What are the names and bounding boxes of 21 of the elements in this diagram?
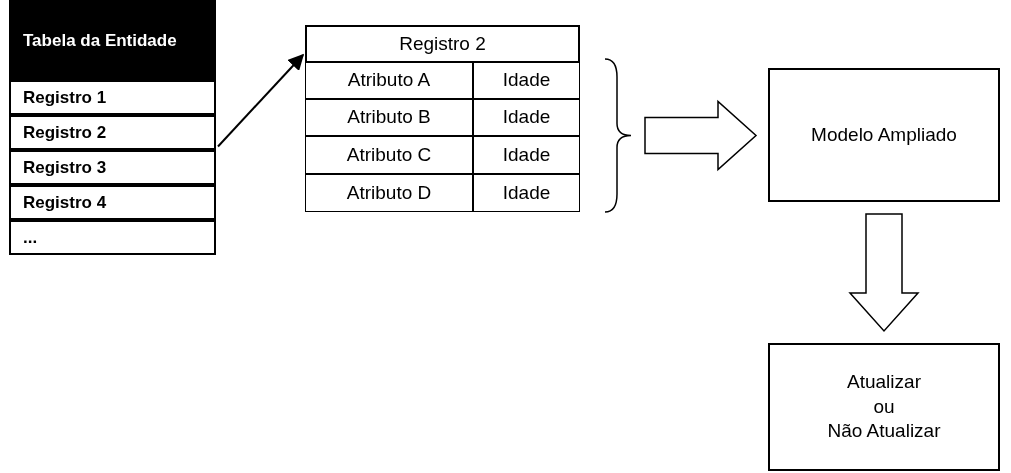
table-cell: Atributo B [305,99,473,136]
table-cell: Atributo A [305,62,473,99]
arrow [217,53,305,148]
table-header: Tabela da Entidade [11,2,214,80]
block-arrow [848,213,920,333]
table-row: Registro 4 [9,185,216,220]
curly-brace [603,57,633,214]
process-box: Atualizar ou Não Atualizar [768,343,1000,471]
table-row: Registro 1 [9,80,216,115]
table-cell: Atributo D [305,174,473,212]
table-cell: Idade [473,62,580,99]
process-box: Modelo Ampliado [768,68,1000,202]
table-row: Registro 3 [9,150,216,185]
table-cell: Idade [473,99,580,136]
block-arrow [644,99,758,172]
table-cell: Atributo C [305,136,473,174]
table-cell: Idade [473,136,580,174]
table [305,25,580,212]
table-row: Registro 2 [9,115,216,150]
table-cell: Idade [473,174,580,212]
table [9,0,216,255]
